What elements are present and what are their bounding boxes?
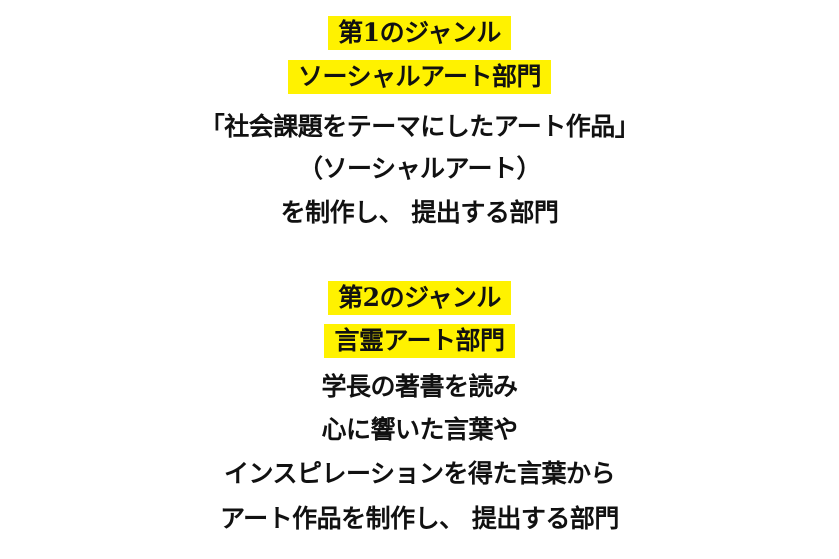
genre-1-description-line-1: 「社会課題をテーマにしたアート作品」 bbox=[199, 112, 640, 141]
genre-2-title-row: 言霊アート部門 bbox=[0, 324, 839, 358]
genre-2-label: 第2のジャンル bbox=[328, 281, 511, 315]
genre-1-description-line-3: を制作し、 提出する部門 bbox=[280, 198, 559, 227]
genre-2-label-row: 第2のジャンル bbox=[0, 281, 839, 315]
genre-1-label-row: 第1のジャンル bbox=[0, 16, 839, 50]
genre-2-description-line-2: 心に響いた言葉や bbox=[321, 415, 518, 444]
genre-1-description-line-2: （ソーシャルアート） bbox=[297, 154, 542, 183]
genre-2-description-line-4: アート作品を制作し、 提出する部門 bbox=[220, 504, 619, 533]
genre-2-category-title: 言霊アート部門 bbox=[324, 324, 515, 358]
genre-2-description-line-3: インスピレーションを得た言葉から bbox=[223, 459, 616, 488]
genre-2-description-line-1: 学長の著書を読み bbox=[321, 372, 518, 401]
genre-1-label: 第1のジャンル bbox=[328, 16, 511, 50]
genre-1-category-title: ソーシャルアート部門 bbox=[287, 60, 551, 94]
genre-1-title-row: ソーシャルアート部門 bbox=[0, 60, 839, 94]
